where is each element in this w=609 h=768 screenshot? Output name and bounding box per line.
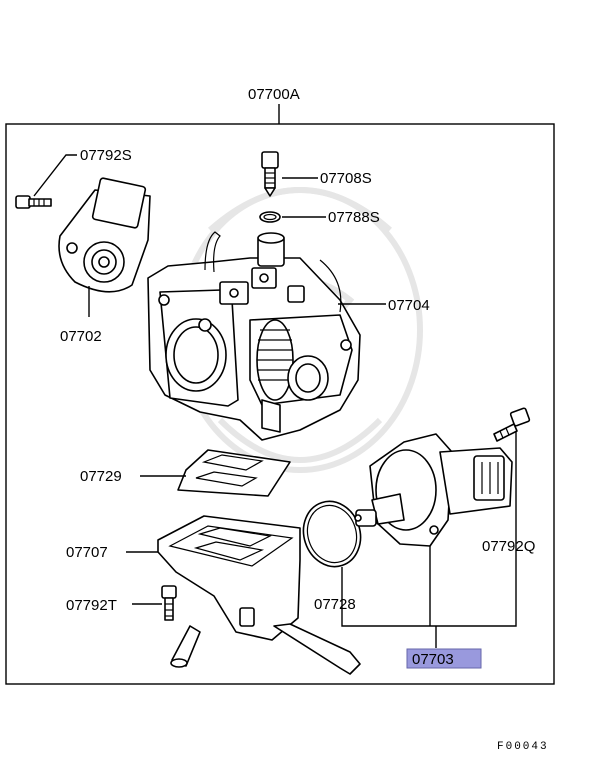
label-07702[interactable]: 07702 xyxy=(60,328,102,345)
label-07707[interactable]: 07707 xyxy=(66,544,108,561)
figure-code: F00043 xyxy=(497,741,549,753)
leader-07728 xyxy=(341,567,430,627)
part-07792Q-bolt[interactable] xyxy=(493,407,531,442)
label-07729[interactable]: 07729 xyxy=(80,468,122,485)
part-07707-housing[interactable] xyxy=(157,515,361,675)
part-07728-o-ring[interactable] xyxy=(295,494,369,574)
label-07728[interactable]: 07728 xyxy=(314,596,356,613)
assembly-frame xyxy=(5,123,555,685)
label-07792S[interactable]: 07792S xyxy=(80,147,132,164)
part-07708S-screw[interactable] xyxy=(261,151,279,197)
part-07792T-bolt[interactable] xyxy=(161,585,177,621)
part-07703-isc-servo[interactable] xyxy=(354,433,513,547)
label-07788S[interactable]: 07788S xyxy=(328,209,380,226)
label-07708S[interactable]: 07708S xyxy=(320,170,372,187)
label-07792Q[interactable]: 07792Q xyxy=(482,538,535,555)
label-07792T[interactable]: 07792T xyxy=(66,597,117,614)
leader-07792S xyxy=(33,154,77,197)
part-07704-throttle-body[interactable] xyxy=(147,231,361,441)
leader-07703-group xyxy=(430,432,517,627)
label-07703[interactable]: 07703 xyxy=(412,651,454,668)
part-07729-gasket[interactable] xyxy=(177,449,291,497)
label-07700A[interactable]: 07700A xyxy=(248,86,300,103)
label-07704[interactable]: 07704 xyxy=(388,297,430,314)
highlight-07703[interactable] xyxy=(406,648,482,669)
part-07792S-bolt[interactable] xyxy=(15,195,52,209)
part-07702-throttle-position-sensor[interactable] xyxy=(58,177,151,293)
part-07788S-o-ring[interactable] xyxy=(259,211,281,223)
